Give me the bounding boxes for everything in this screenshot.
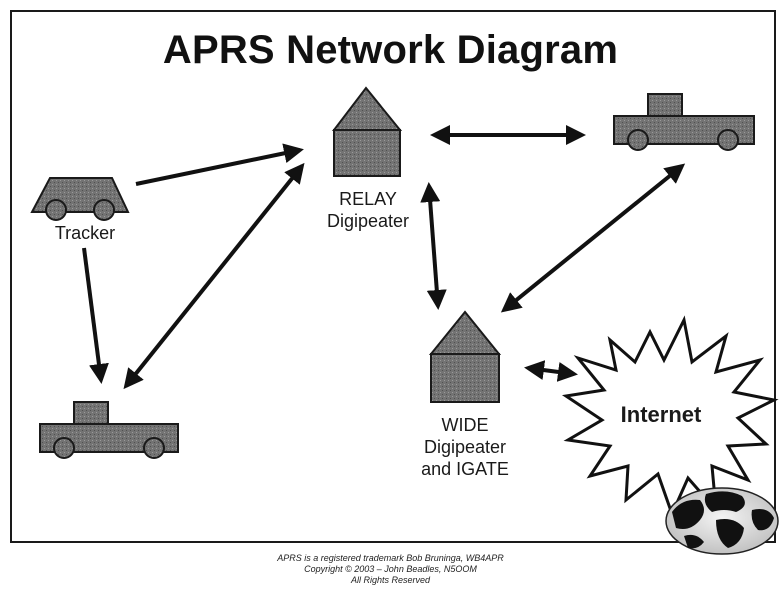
arrow-tracker-to-truck [82,247,109,384]
relay-label-line1: RELAY [339,189,397,209]
globe-icon [665,487,779,555]
mobile-truck-top-icon [613,93,755,151]
diagram-title: APRS Network Diagram [162,28,619,72]
footer-trademark: APRS is a registered trademark Bob Bruni… [277,553,504,563]
tracker-label: Tracker [54,223,116,243]
wide-label-line1: WIDE [441,415,489,435]
arrow-relay-truck-bidirectional [123,162,305,390]
relay-label-line2: Digipeater [326,211,410,231]
arrow-relay-wide-bidirectional [420,182,447,310]
arrow-tracker-to-relay [135,143,304,186]
arrow-truck-top-wide-bidirectional [500,163,686,313]
mobile-truck-bottom-icon [39,401,179,459]
wide-label-line2: Digipeater [423,437,507,457]
internet-burst-icon [561,315,779,519]
wide-label-line3: and IGATE [421,459,509,479]
link-arrows [82,125,686,390]
footer-rights: All Rights Reserved [350,575,431,585]
wide-digipeater-house-icon [428,310,502,403]
tracker-car-icon [30,177,130,221]
footer-copyright: Copyright © 2003 – John Beadles, N5OOM [304,564,477,574]
internet-label: Internet [620,402,702,427]
relay-digipeater-house-icon [331,86,403,177]
wide-label: WIDE Digipeater and IGATE [410,414,520,480]
arrow-wide-internet-bidirectional [524,360,578,382]
relay-label: RELAY Digipeater [318,188,418,232]
